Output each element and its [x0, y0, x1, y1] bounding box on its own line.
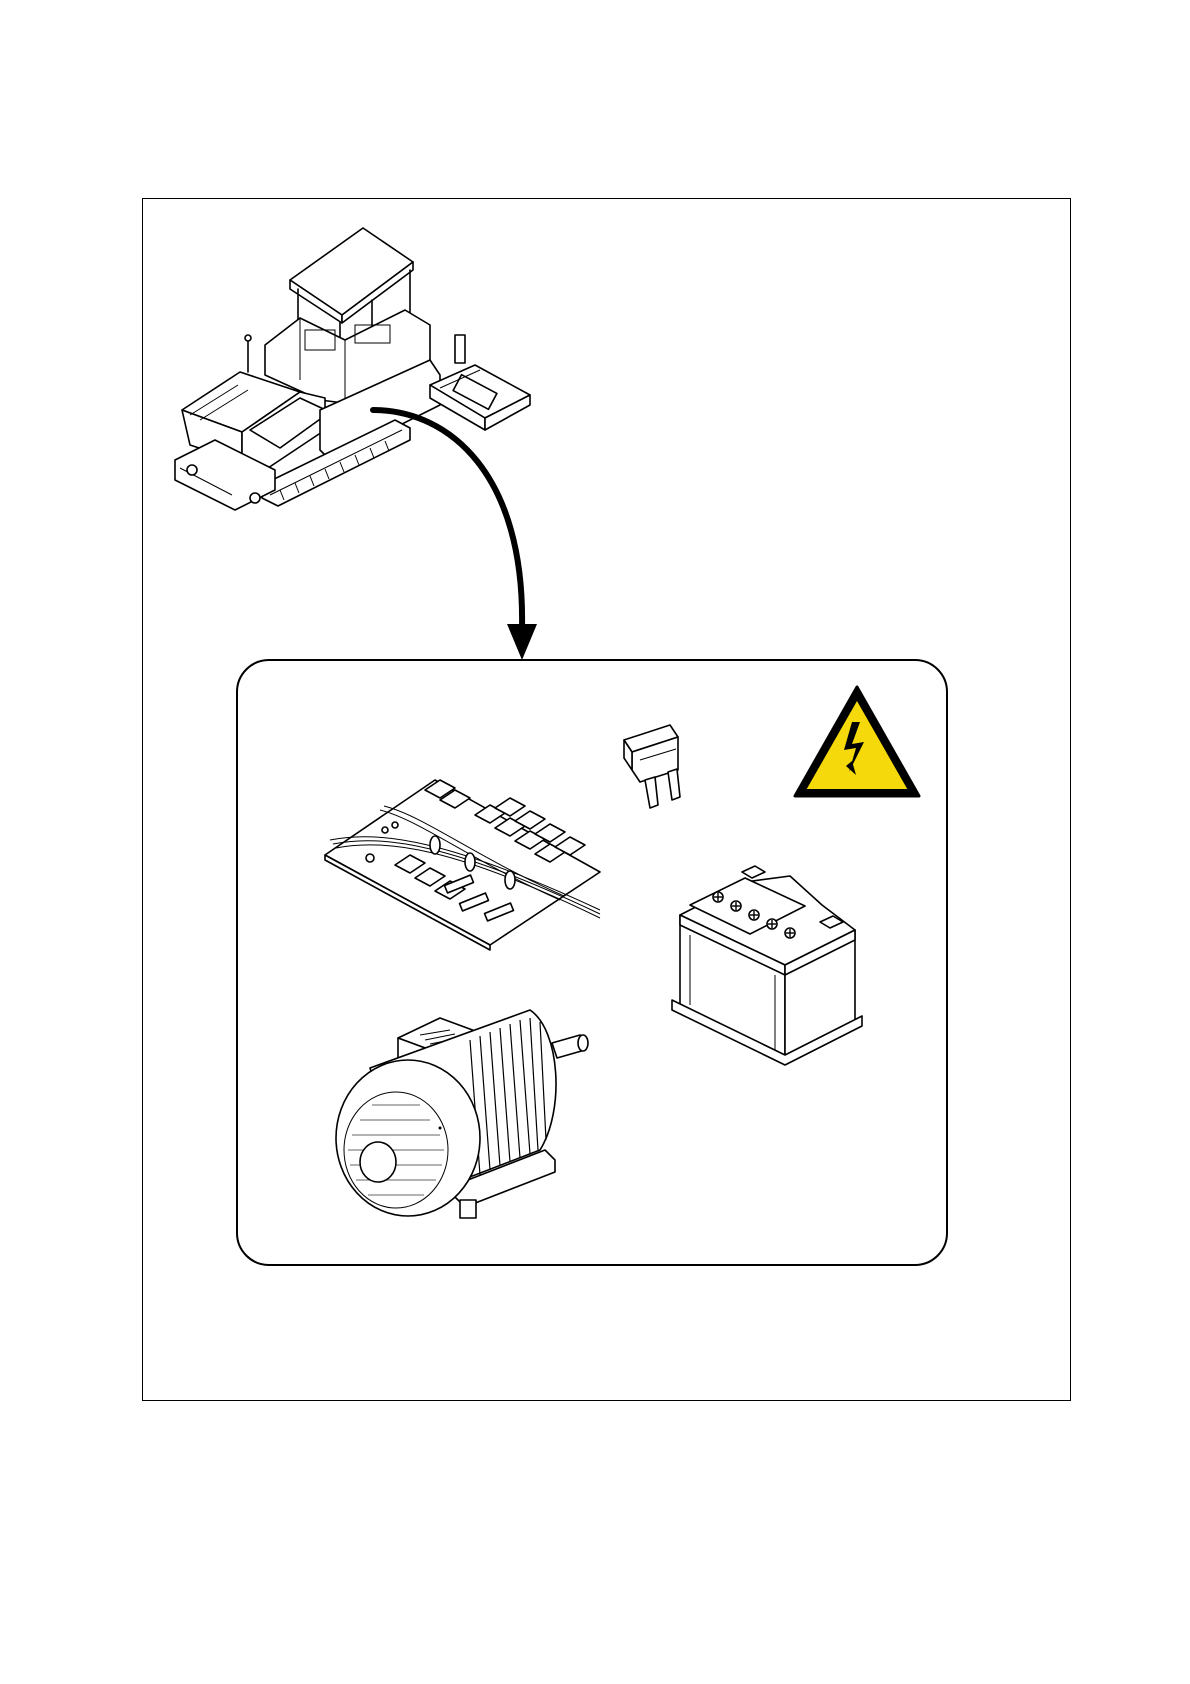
paver-icon — [175, 228, 530, 510]
pointer-arrow — [373, 410, 537, 660]
